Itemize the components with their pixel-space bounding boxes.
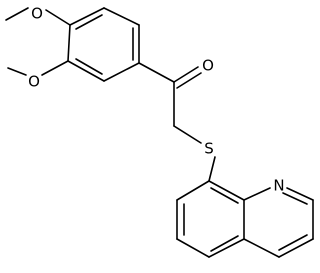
oxygen-label-methoxy-middle: O: [28, 73, 40, 91]
quinoline-pyridine-ring: [243, 187, 314, 258]
methoxy-group-middle: [7, 60, 69, 76]
ketone-chain: [138, 62, 216, 182]
oxygen-label-methoxy-top: O: [31, 5, 43, 23]
dimethoxyphenyl-ring: [67, 7, 140, 82]
sulfur-label-thioether: S: [204, 140, 214, 158]
oxygen-label-ketone: O: [202, 57, 214, 75]
nitrogen-label-quinoline: N: [273, 177, 284, 195]
methoxy-group-top: [5, 7, 71, 26]
quinoline-benzo-ring: [176, 180, 245, 258]
